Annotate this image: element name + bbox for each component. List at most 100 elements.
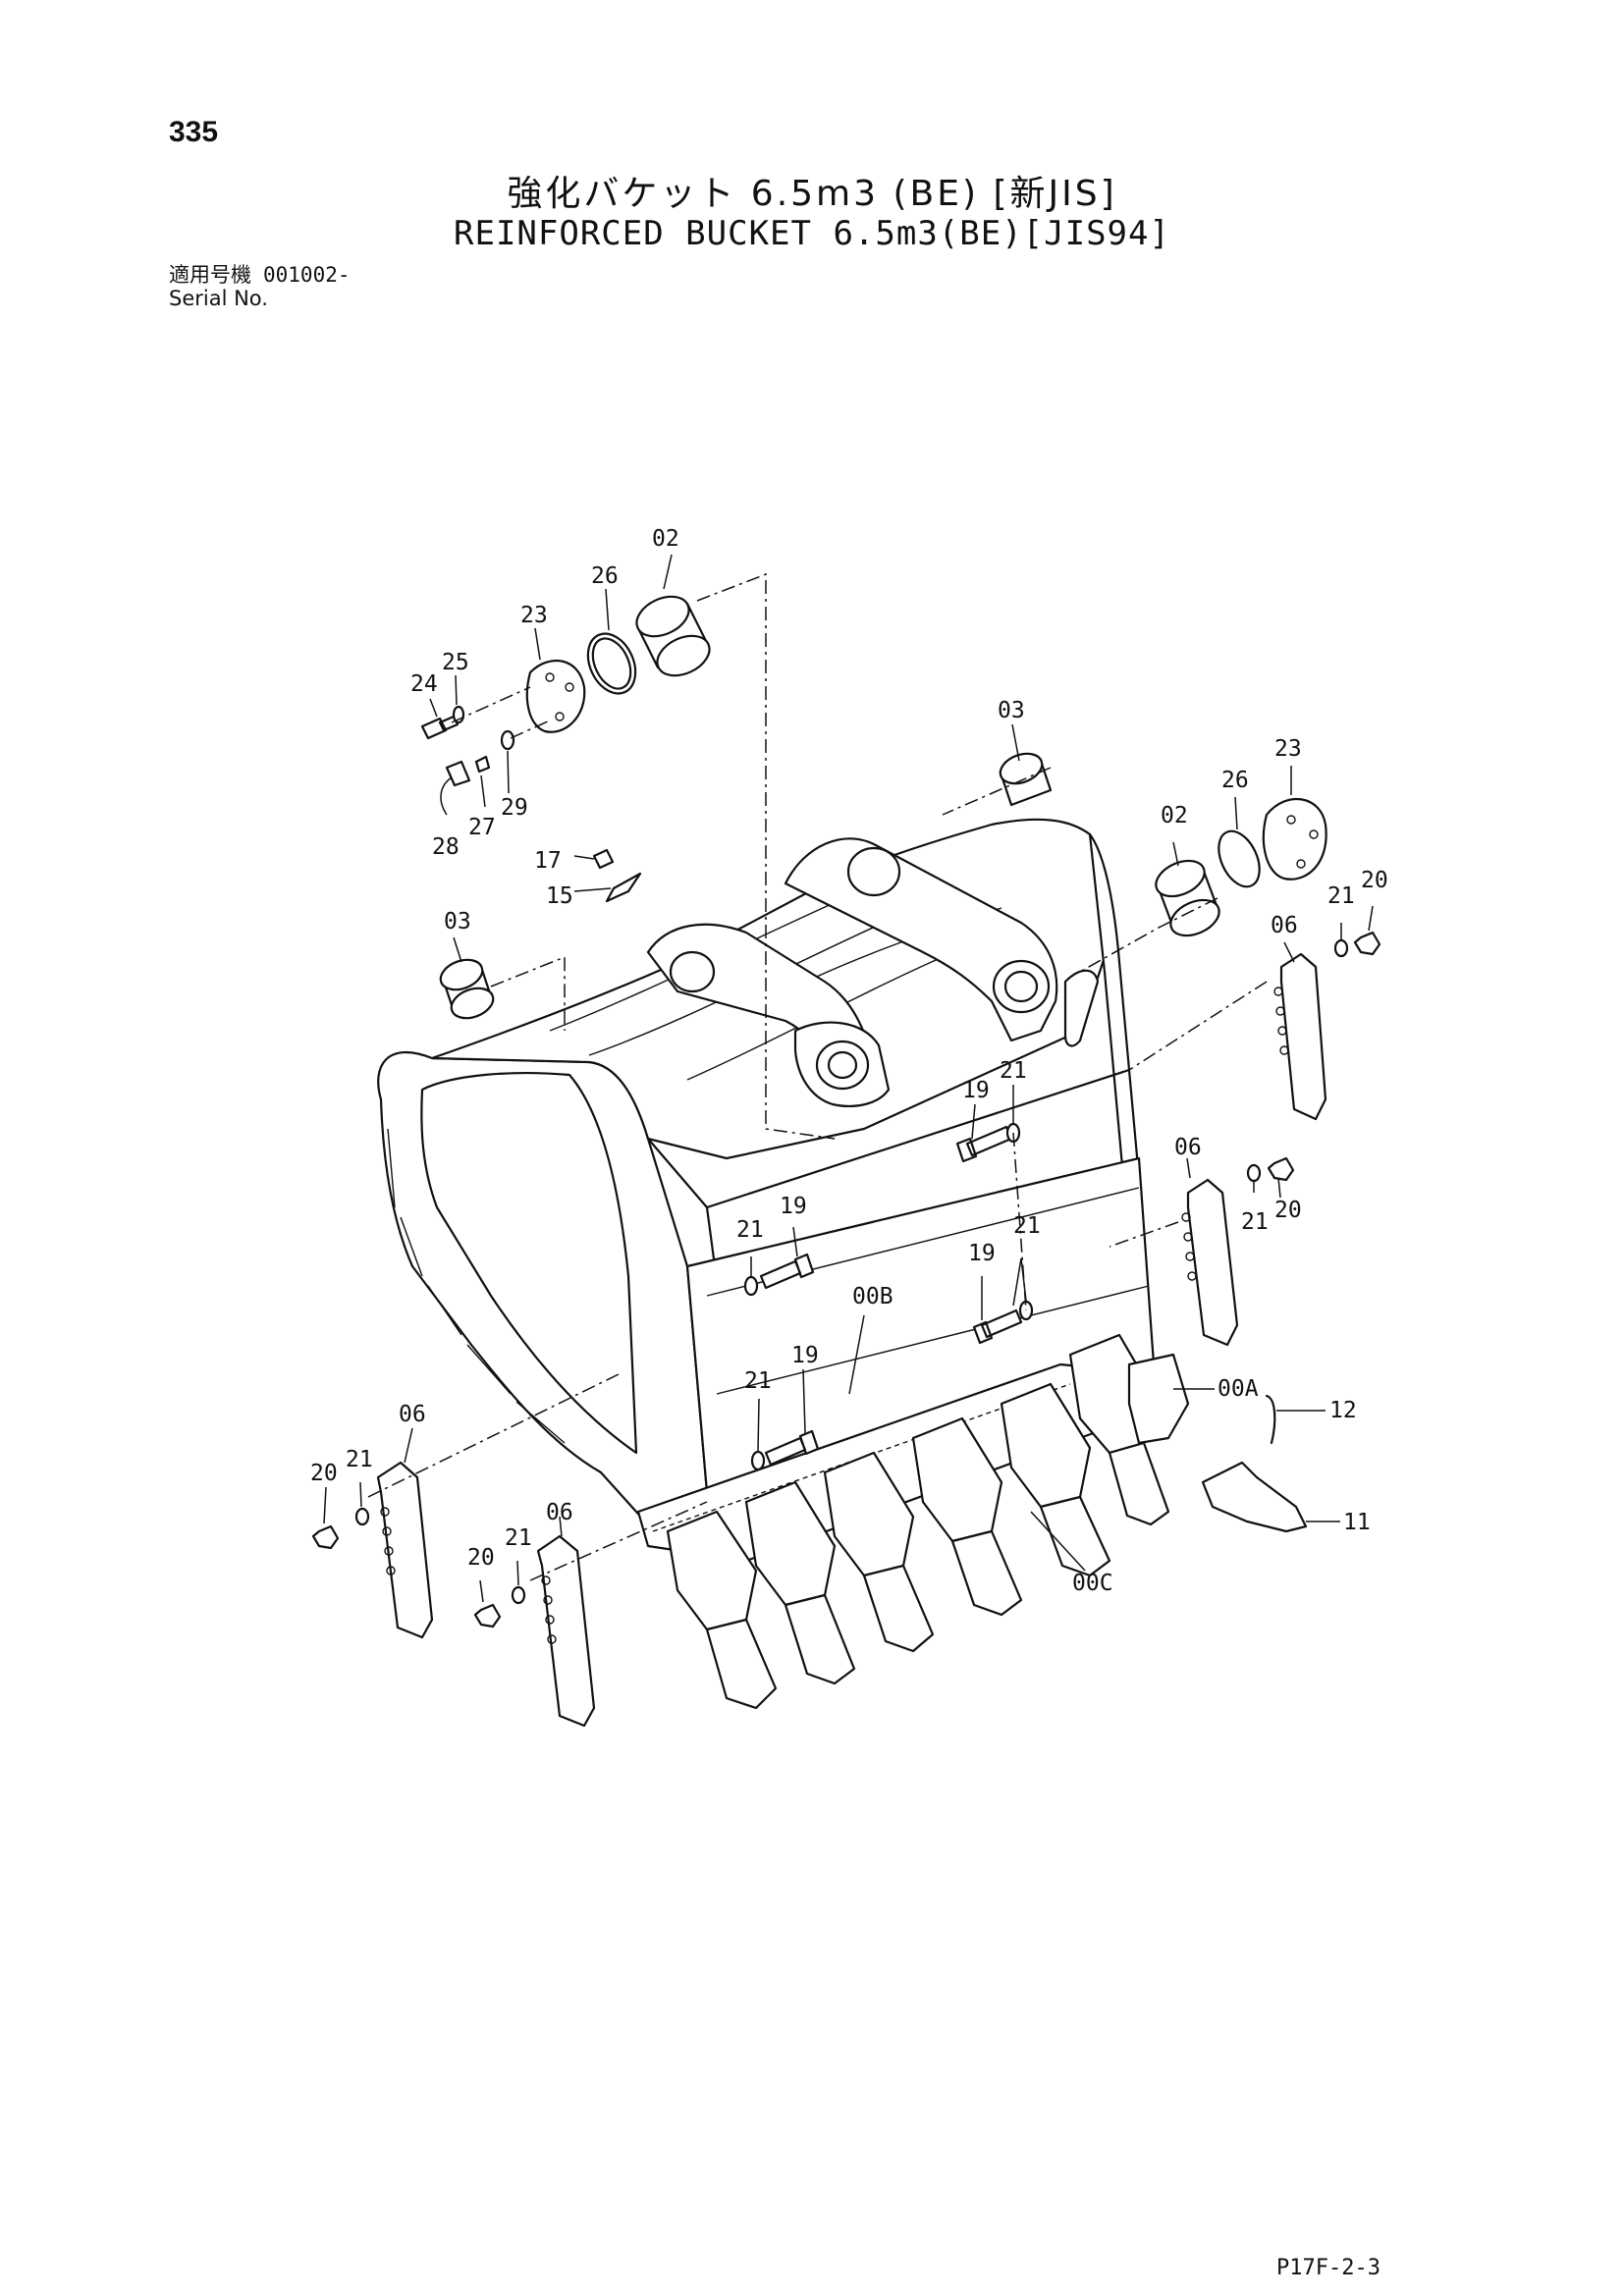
callout-21-left: 21 <box>346 1447 373 1472</box>
bolt-19-mid-right <box>955 1125 1013 1163</box>
center-boss-bore <box>815 1040 870 1091</box>
page-title-english: REINFORCED BUCKET 6.5m3(BE)[JIS94] <box>454 214 1170 253</box>
bracket-pin-hole-left <box>669 950 716 993</box>
tooth-1 <box>705 1618 778 1710</box>
assembly-lines <box>367 572 1268 1581</box>
washer-21-bottom-left <box>511 1585 526 1605</box>
bolt-17 <box>592 848 615 870</box>
o-ring-26-right <box>1218 829 1261 888</box>
callout-02-upper: 02 <box>652 526 679 552</box>
page-title-japanese: 強化バケット 6.5m3 (BE) [新JIS] <box>507 174 1117 214</box>
callout-labels: 02 26 23 24 25 28 27 29 17 15 03 03 02 2… <box>310 526 1388 1596</box>
plate-15 <box>605 872 642 903</box>
bracket-pin-hole-right-inner <box>1003 970 1039 1003</box>
loose-tooth <box>1201 1461 1308 1533</box>
callout-02-right: 02 <box>1161 803 1188 828</box>
loose-tooth-pin <box>1265 1394 1276 1445</box>
callout-25: 25 <box>442 650 469 675</box>
tooth-2 <box>784 1593 856 1685</box>
tooth-6 <box>1108 1441 1170 1526</box>
washer-21-left <box>743 1275 759 1297</box>
callout-24: 24 <box>410 671 438 697</box>
callout-20-right: 20 <box>1274 1198 1302 1223</box>
callout-23-right: 23 <box>1274 736 1302 762</box>
bucket-left-wear-strips <box>387 1128 566 1444</box>
grease-fitting-27 <box>474 755 491 774</box>
nut-20-lower-left <box>311 1524 340 1550</box>
bushing-03-left <box>439 958 495 1020</box>
cover-plate-23-upper <box>525 659 586 733</box>
callout-00A: 00A <box>1218 1376 1259 1402</box>
teeth-row <box>666 1333 1190 1710</box>
bushing-02-right <box>1155 859 1220 937</box>
footer-page-code: P17F-2-3 <box>1276 2256 1380 2280</box>
bracket-pin-hole-right-lower <box>992 959 1051 1014</box>
serial-label-japanese: 適用号機 <box>169 263 251 287</box>
callout-00C: 00C <box>1072 1571 1113 1596</box>
bracket-pin-hole-right-upper <box>846 846 901 897</box>
side-cutter-left-lower <box>376 1461 434 1639</box>
tooth-5 <box>1039 1495 1111 1577</box>
callout-21-bottom-left: 21 <box>505 1525 532 1551</box>
washer-21-lower-left <box>354 1507 370 1526</box>
plug-28 <box>445 760 471 787</box>
bolt-19-left <box>759 1253 815 1290</box>
callout-06-left: 06 <box>399 1402 426 1427</box>
callout-26-upper: 26 <box>591 563 619 589</box>
washer-29 <box>500 729 515 751</box>
nut-20-upper-right <box>1353 931 1381 956</box>
callout-19-lower: 19 <box>791 1343 819 1368</box>
callout-21-mid: 21 <box>1000 1058 1027 1084</box>
bracket-center-boss <box>793 1021 891 1107</box>
page-number: 335 <box>169 116 219 148</box>
nut-20-right <box>1267 1156 1295 1182</box>
side-cutter-right-upper <box>1279 952 1327 1121</box>
nut-20-bottom-left <box>473 1603 502 1629</box>
callout-20-bottom-left: 20 <box>467 1545 495 1571</box>
callout-12: 12 <box>1329 1398 1357 1423</box>
callout-00B: 00B <box>852 1284 893 1309</box>
callout-06-bottom-left: 06 <box>546 1500 573 1525</box>
callout-23-upper: 23 <box>520 603 548 628</box>
serial-label-english: Serial No. <box>169 287 268 310</box>
bolt-19-lower-right <box>972 1308 1023 1345</box>
callout-11: 11 <box>1343 1510 1371 1535</box>
callout-19-mid: 19 <box>962 1078 990 1103</box>
callout-29: 29 <box>501 795 528 821</box>
callout-21-upper-right: 21 <box>1327 883 1355 909</box>
bolt-24 <box>420 715 460 740</box>
side-cutter-right-middle <box>1186 1178 1239 1347</box>
tooth-4 <box>950 1529 1023 1617</box>
o-ring-26-upper <box>586 632 637 695</box>
callout-06-upper-right: 06 <box>1271 913 1298 938</box>
washer-21-lower <box>750 1450 766 1471</box>
callout-03-left: 03 <box>444 909 471 934</box>
corner-adapter <box>1127 1353 1190 1445</box>
bracket-right-plate <box>784 837 1058 1042</box>
callout-20-upper-right: 20 <box>1361 868 1388 893</box>
callout-21-lower: 21 <box>744 1368 772 1394</box>
bushing-03-right <box>999 752 1053 807</box>
tooth-3 <box>862 1564 935 1653</box>
washer-21-right <box>1246 1163 1262 1183</box>
callout-26-right: 26 <box>1221 768 1249 793</box>
callout-06-right: 06 <box>1174 1135 1202 1160</box>
side-cutters <box>376 952 1327 1728</box>
callout-03-right: 03 <box>998 698 1025 723</box>
bolt-19-lower <box>764 1429 820 1467</box>
callout-21-right: 21 <box>1241 1209 1269 1235</box>
washer-21-upper-right <box>1333 938 1349 958</box>
callout-21-left-center: 21 <box>736 1217 764 1243</box>
leader-lines <box>323 554 1374 1603</box>
serial-block: 適用号機 001002- Serial No. <box>169 263 351 310</box>
bucket-left-inner-edge <box>420 1072 638 1455</box>
side-cutter-left-bottom <box>536 1534 596 1728</box>
callout-28: 28 <box>432 834 460 860</box>
callout-15: 15 <box>546 883 573 909</box>
callout-17: 17 <box>534 848 562 874</box>
callout-19-left-center: 19 <box>780 1194 807 1219</box>
callout-27: 27 <box>468 815 496 840</box>
serial-value: 001002- <box>263 263 351 287</box>
exploded-small-parts <box>311 595 1381 1629</box>
